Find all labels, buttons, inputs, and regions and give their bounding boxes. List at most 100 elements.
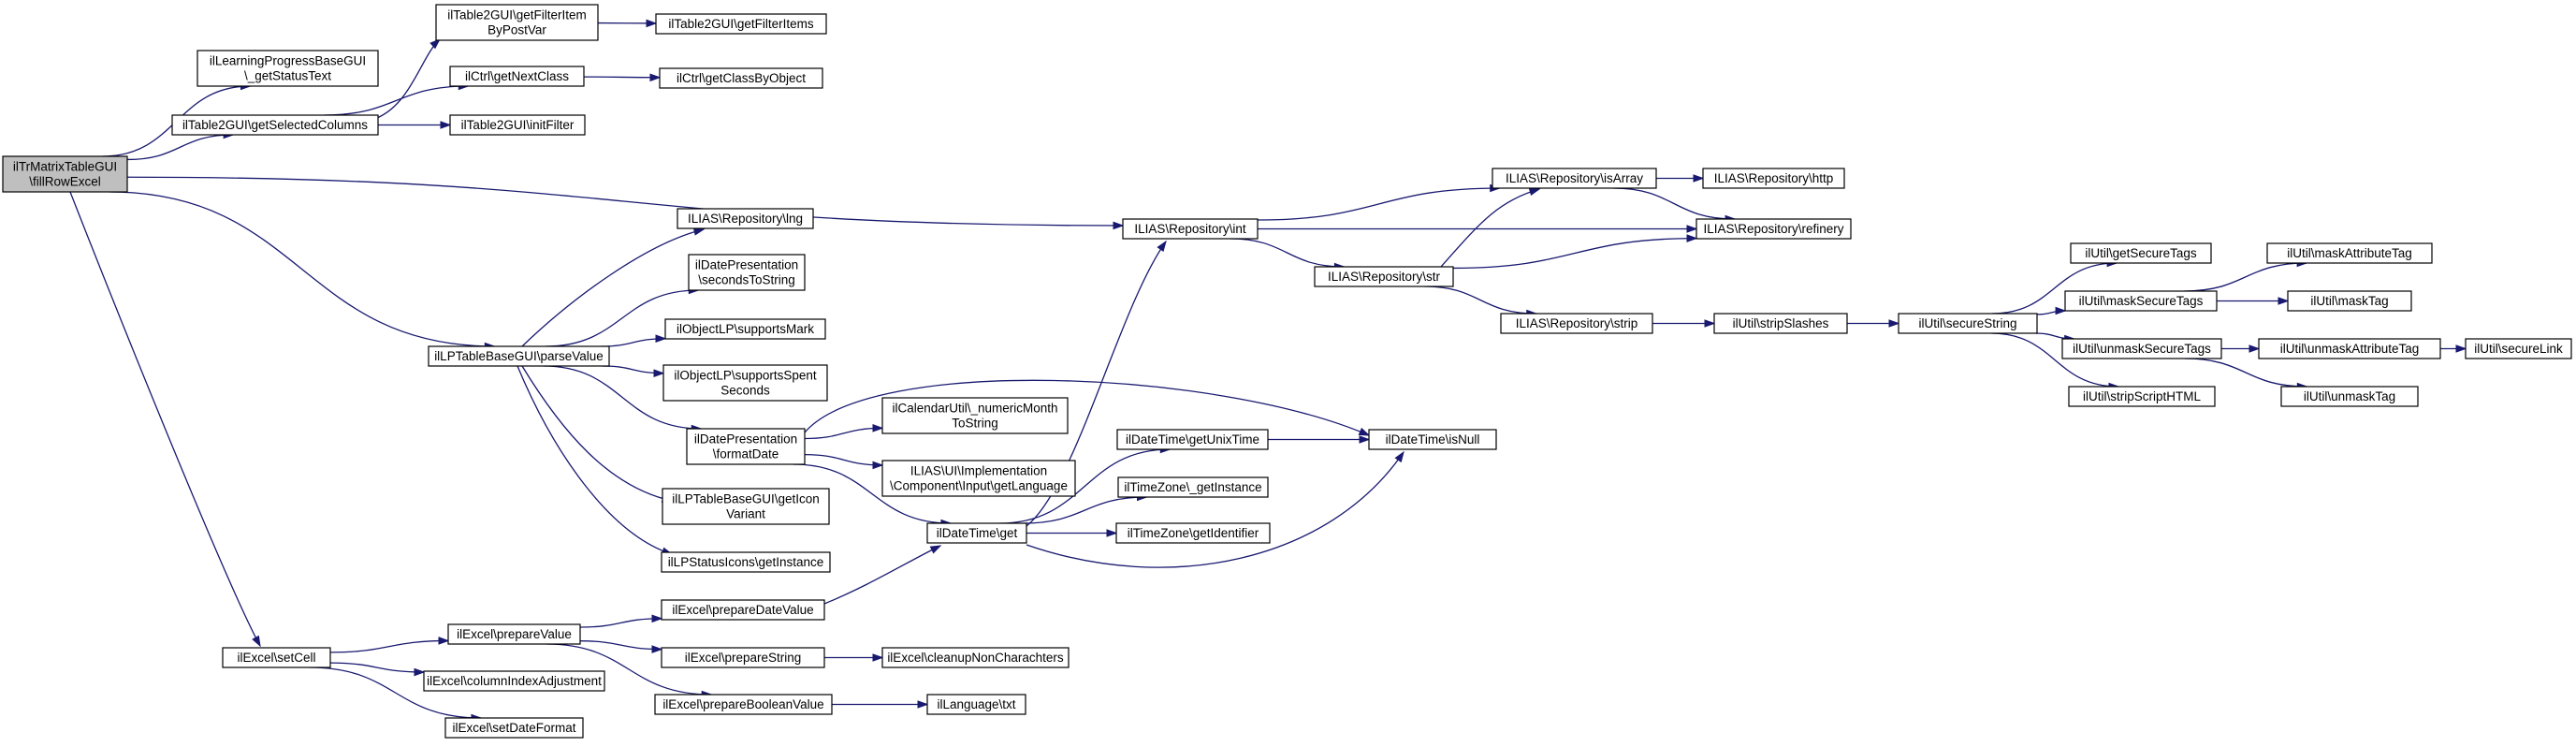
node-box[interactable] (1713, 313, 1848, 334)
node-box[interactable] (428, 345, 610, 367)
node-box[interactable] (661, 551, 831, 573)
node-prepBool[interactable]: ilExcel\prepareBooleanValue (654, 694, 833, 715)
node-box[interactable] (1314, 266, 1454, 287)
node-box[interactable] (2064, 290, 2218, 312)
node-box[interactable] (1696, 218, 1852, 240)
node-label: Seconds (720, 384, 770, 398)
node-parseValue[interactable]: ilLPTableBaseGUI\parseValue (428, 345, 610, 367)
node-box[interactable] (926, 694, 1026, 715)
node-repoStr[interactable]: ILIAS\Repository\str (1314, 266, 1454, 287)
node-box[interactable] (1368, 429, 1497, 450)
node-dtGet[interactable]: ilDateTime\get (926, 522, 1027, 544)
node-statusIcons[interactable]: ilLPStatusIcons\getInstance (661, 551, 831, 573)
node-unmaskSecureTags[interactable]: ilUtil\unmaskSecureTags (2061, 338, 2222, 359)
node-box[interactable] (926, 522, 1027, 544)
node-box[interactable] (677, 208, 814, 229)
node-box[interactable] (1115, 522, 1271, 544)
node-formatDate[interactable]: ilDatePresentation\formatDate (686, 428, 806, 465)
node-unmaskAttrTag[interactable]: ilUtil\unmaskAttributeTag (2258, 338, 2441, 359)
node-box[interactable] (1116, 429, 1269, 450)
node-setCell[interactable]: ilExcel\setCell (222, 647, 331, 668)
node-getSecureTags[interactable]: ilUtil\getSecureTags (2070, 242, 2212, 264)
node-box[interactable] (655, 13, 827, 35)
node-box[interactable] (662, 488, 830, 525)
node-lpStatus[interactable]: ilLearningProgressBaseGUI\_getStatusText (196, 50, 379, 87)
node-maskTag[interactable]: ilUtil\maskTag (2287, 290, 2412, 312)
node-box[interactable] (2465, 338, 2572, 359)
node-box[interactable] (449, 114, 586, 136)
node-box[interactable] (881, 647, 1070, 668)
node-initFilter[interactable]: ilTable2GUI\initFilter (449, 114, 586, 136)
node-box[interactable] (2258, 338, 2441, 359)
node-prepDate[interactable]: ilExcel\prepareDateValue (661, 599, 825, 621)
node-repoLng[interactable]: ILIAS\Repository\lng (677, 208, 814, 229)
node-box[interactable] (686, 428, 806, 465)
node-box[interactable] (661, 647, 825, 668)
node-getLanguage[interactable]: ILIAS\UI\Implementation\Component\Input\… (881, 460, 1076, 497)
node-box[interactable] (881, 460, 1076, 497)
node-box[interactable] (662, 364, 828, 402)
node-repoStrip[interactable]: ILIAS\Repository\strip (1500, 313, 1653, 334)
node-repoInt[interactable]: ILIAS\Repository\int (1122, 218, 1259, 240)
node-box[interactable] (171, 114, 379, 136)
node-box[interactable] (654, 694, 833, 715)
node-supportsMark[interactable]: ilObjectLP\supportsMark (664, 318, 826, 340)
node-repoIsArray[interactable]: ILIAS\Repository\isArray (1492, 168, 1657, 189)
node-box[interactable] (222, 647, 331, 668)
node-box[interactable] (435, 4, 599, 41)
node-filterItems[interactable]: ilTable2GUI\getFilterItems (655, 13, 827, 35)
node-stripScriptHTML[interactable]: ilUtil\stripScriptHTML (2068, 386, 2216, 407)
node-box[interactable] (664, 318, 826, 340)
node-box[interactable] (449, 66, 585, 87)
node-tzIdentifier[interactable]: ilTimeZone\getIdentifier (1115, 522, 1271, 544)
node-box[interactable] (688, 254, 806, 291)
node-root[interactable]: ilTrMatrixTableGUI\fillRowExcel (2, 155, 128, 193)
node-repoHttp[interactable]: ILIAS\Repository\http (1702, 168, 1845, 189)
node-box[interactable] (881, 397, 1069, 434)
node-box[interactable] (444, 717, 584, 739)
node-box[interactable] (661, 599, 825, 621)
node-tzInstance[interactable]: ilTimeZone\_getInstance (1117, 476, 1269, 498)
node-prepString[interactable]: ilExcel\prepareString (661, 647, 825, 668)
node-box[interactable] (1117, 476, 1269, 498)
node-box[interactable] (1898, 313, 2038, 334)
node-box[interactable] (2287, 290, 2412, 312)
node-unmaskTag[interactable]: ilUtil\unmaskTag (2280, 386, 2419, 407)
node-box[interactable] (1702, 168, 1845, 189)
node-box[interactable] (196, 50, 379, 87)
node-unixTime[interactable]: ilDateTime\getUnixTime (1116, 429, 1269, 450)
node-repoRefinery[interactable]: ILIAS\Repository\refinery (1696, 218, 1852, 240)
node-selCols[interactable]: ilTable2GUI\getSelectedColumns (171, 114, 379, 136)
node-box[interactable] (2280, 386, 2419, 407)
node-box[interactable] (423, 670, 605, 692)
node-langTxt[interactable]: ilLanguage\txt (926, 694, 1026, 715)
node-isNull[interactable]: ilDateTime\isNull (1368, 429, 1497, 450)
node-secureString[interactable]: ilUtil\secureString (1898, 313, 2038, 334)
node-maskAttrTag[interactable]: ilUtil\maskAttributeTag (2266, 242, 2433, 264)
node-box[interactable] (1122, 218, 1259, 240)
node-box[interactable] (2068, 386, 2216, 407)
node-box[interactable] (447, 623, 581, 645)
node-label: ilLanguage\txt (937, 697, 1015, 711)
node-box[interactable] (2070, 242, 2212, 264)
node-colIdx[interactable]: ilExcel\columnIndexAdjustment (423, 670, 605, 692)
node-box[interactable] (1492, 168, 1657, 189)
node-cleanup[interactable]: ilExcel\cleanupNonCharachters (881, 647, 1070, 668)
node-nextClass[interactable]: ilCtrl\getNextClass (449, 66, 585, 87)
node-prepValue[interactable]: ilExcel\prepareValue (447, 623, 581, 645)
node-box[interactable] (2, 155, 128, 193)
node-secureLink[interactable]: ilUtil\secureLink (2465, 338, 2572, 359)
node-secToStr[interactable]: ilDatePresentation\secondsToString (688, 254, 806, 291)
node-box[interactable] (659, 67, 823, 89)
node-setDateFmt[interactable]: ilExcel\setDateFormat (444, 717, 584, 739)
node-box[interactable] (1500, 313, 1653, 334)
node-box[interactable] (2266, 242, 2433, 264)
node-stripSlashes[interactable]: ilUtil\stripSlashes (1713, 313, 1848, 334)
node-box[interactable] (2061, 338, 2222, 359)
node-classByObj[interactable]: ilCtrl\getClassByObject (659, 67, 823, 89)
node-maskSecureTags[interactable]: ilUtil\maskSecureTags (2064, 290, 2218, 312)
